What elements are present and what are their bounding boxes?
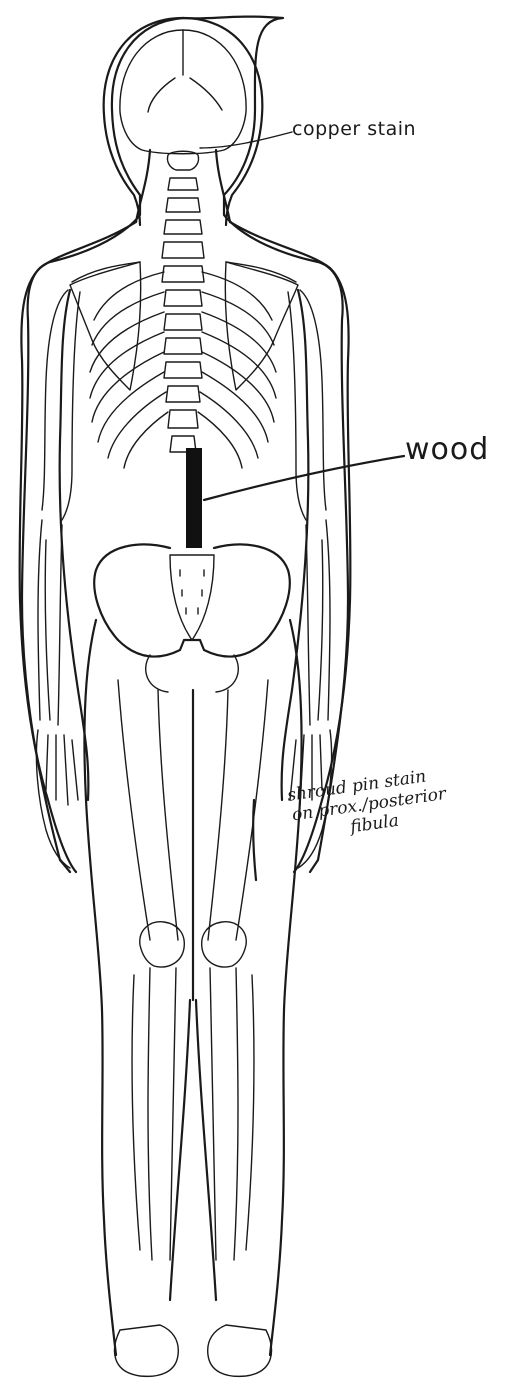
- sacrum: [170, 555, 214, 640]
- wood-insert: [186, 448, 202, 548]
- right-forearm: [306, 520, 330, 725]
- right-foot: [208, 1325, 272, 1376]
- inner-leg-line: [170, 690, 216, 1300]
- wood-label: wood: [405, 432, 489, 467]
- neck-left: [136, 150, 150, 222]
- left-forearm: [38, 520, 62, 725]
- left-knee: [140, 922, 185, 967]
- right-knee: [202, 922, 247, 967]
- body-outline: [22, 17, 348, 872]
- right-arm-inner: [282, 290, 309, 800]
- skull-suture: [148, 30, 222, 112]
- spine: [162, 151, 204, 452]
- hip-sockets: [146, 655, 239, 692]
- copper-stain-leader: [200, 132, 292, 148]
- copper-stain-label: copper stain: [292, 118, 416, 140]
- left-lower-leg-bones: [132, 968, 176, 1260]
- left-foot: [115, 1325, 179, 1376]
- wood-leader: [204, 456, 404, 500]
- left-femur: [118, 680, 178, 940]
- left-leg-outline: [84, 620, 116, 1355]
- right-femur: [208, 680, 268, 940]
- right-lower-leg-bones: [210, 968, 254, 1260]
- ribs: [90, 272, 276, 468]
